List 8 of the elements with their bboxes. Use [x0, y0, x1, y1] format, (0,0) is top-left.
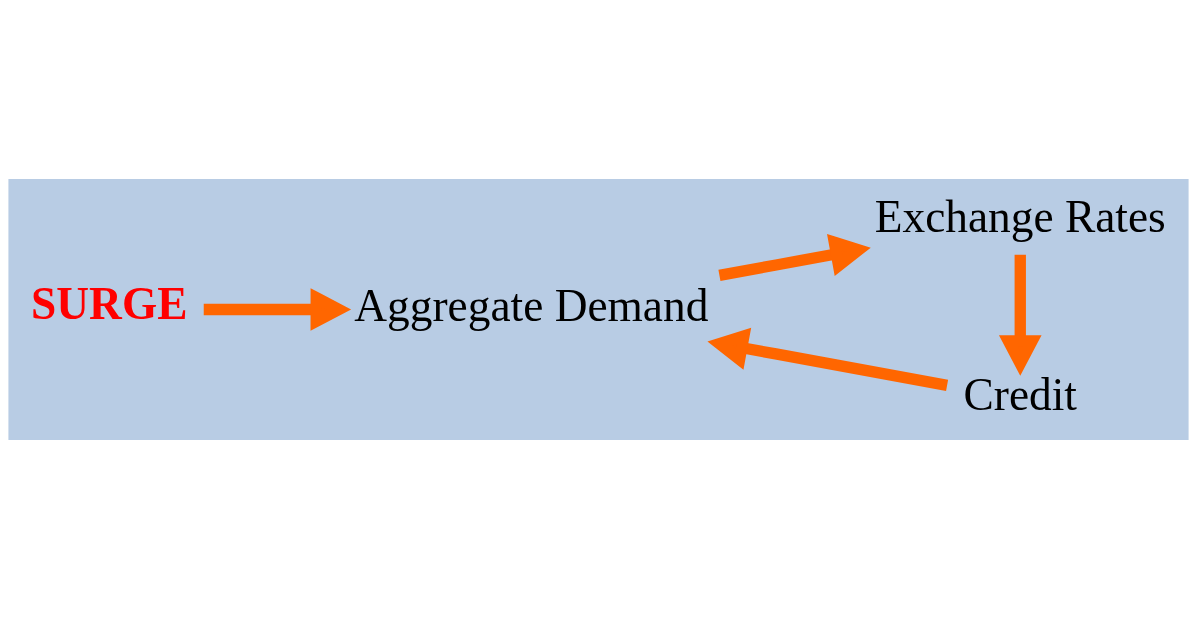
arrow [203, 287, 352, 331]
node-text: Exchange Rates [874, 191, 1166, 242]
node-text: SURGE [31, 278, 188, 329]
node-text: Credit [963, 369, 1077, 420]
arrow [707, 327, 949, 391]
node-text: Aggregate Demand [354, 280, 709, 331]
arrow [998, 254, 1042, 376]
arrow [718, 233, 871, 281]
